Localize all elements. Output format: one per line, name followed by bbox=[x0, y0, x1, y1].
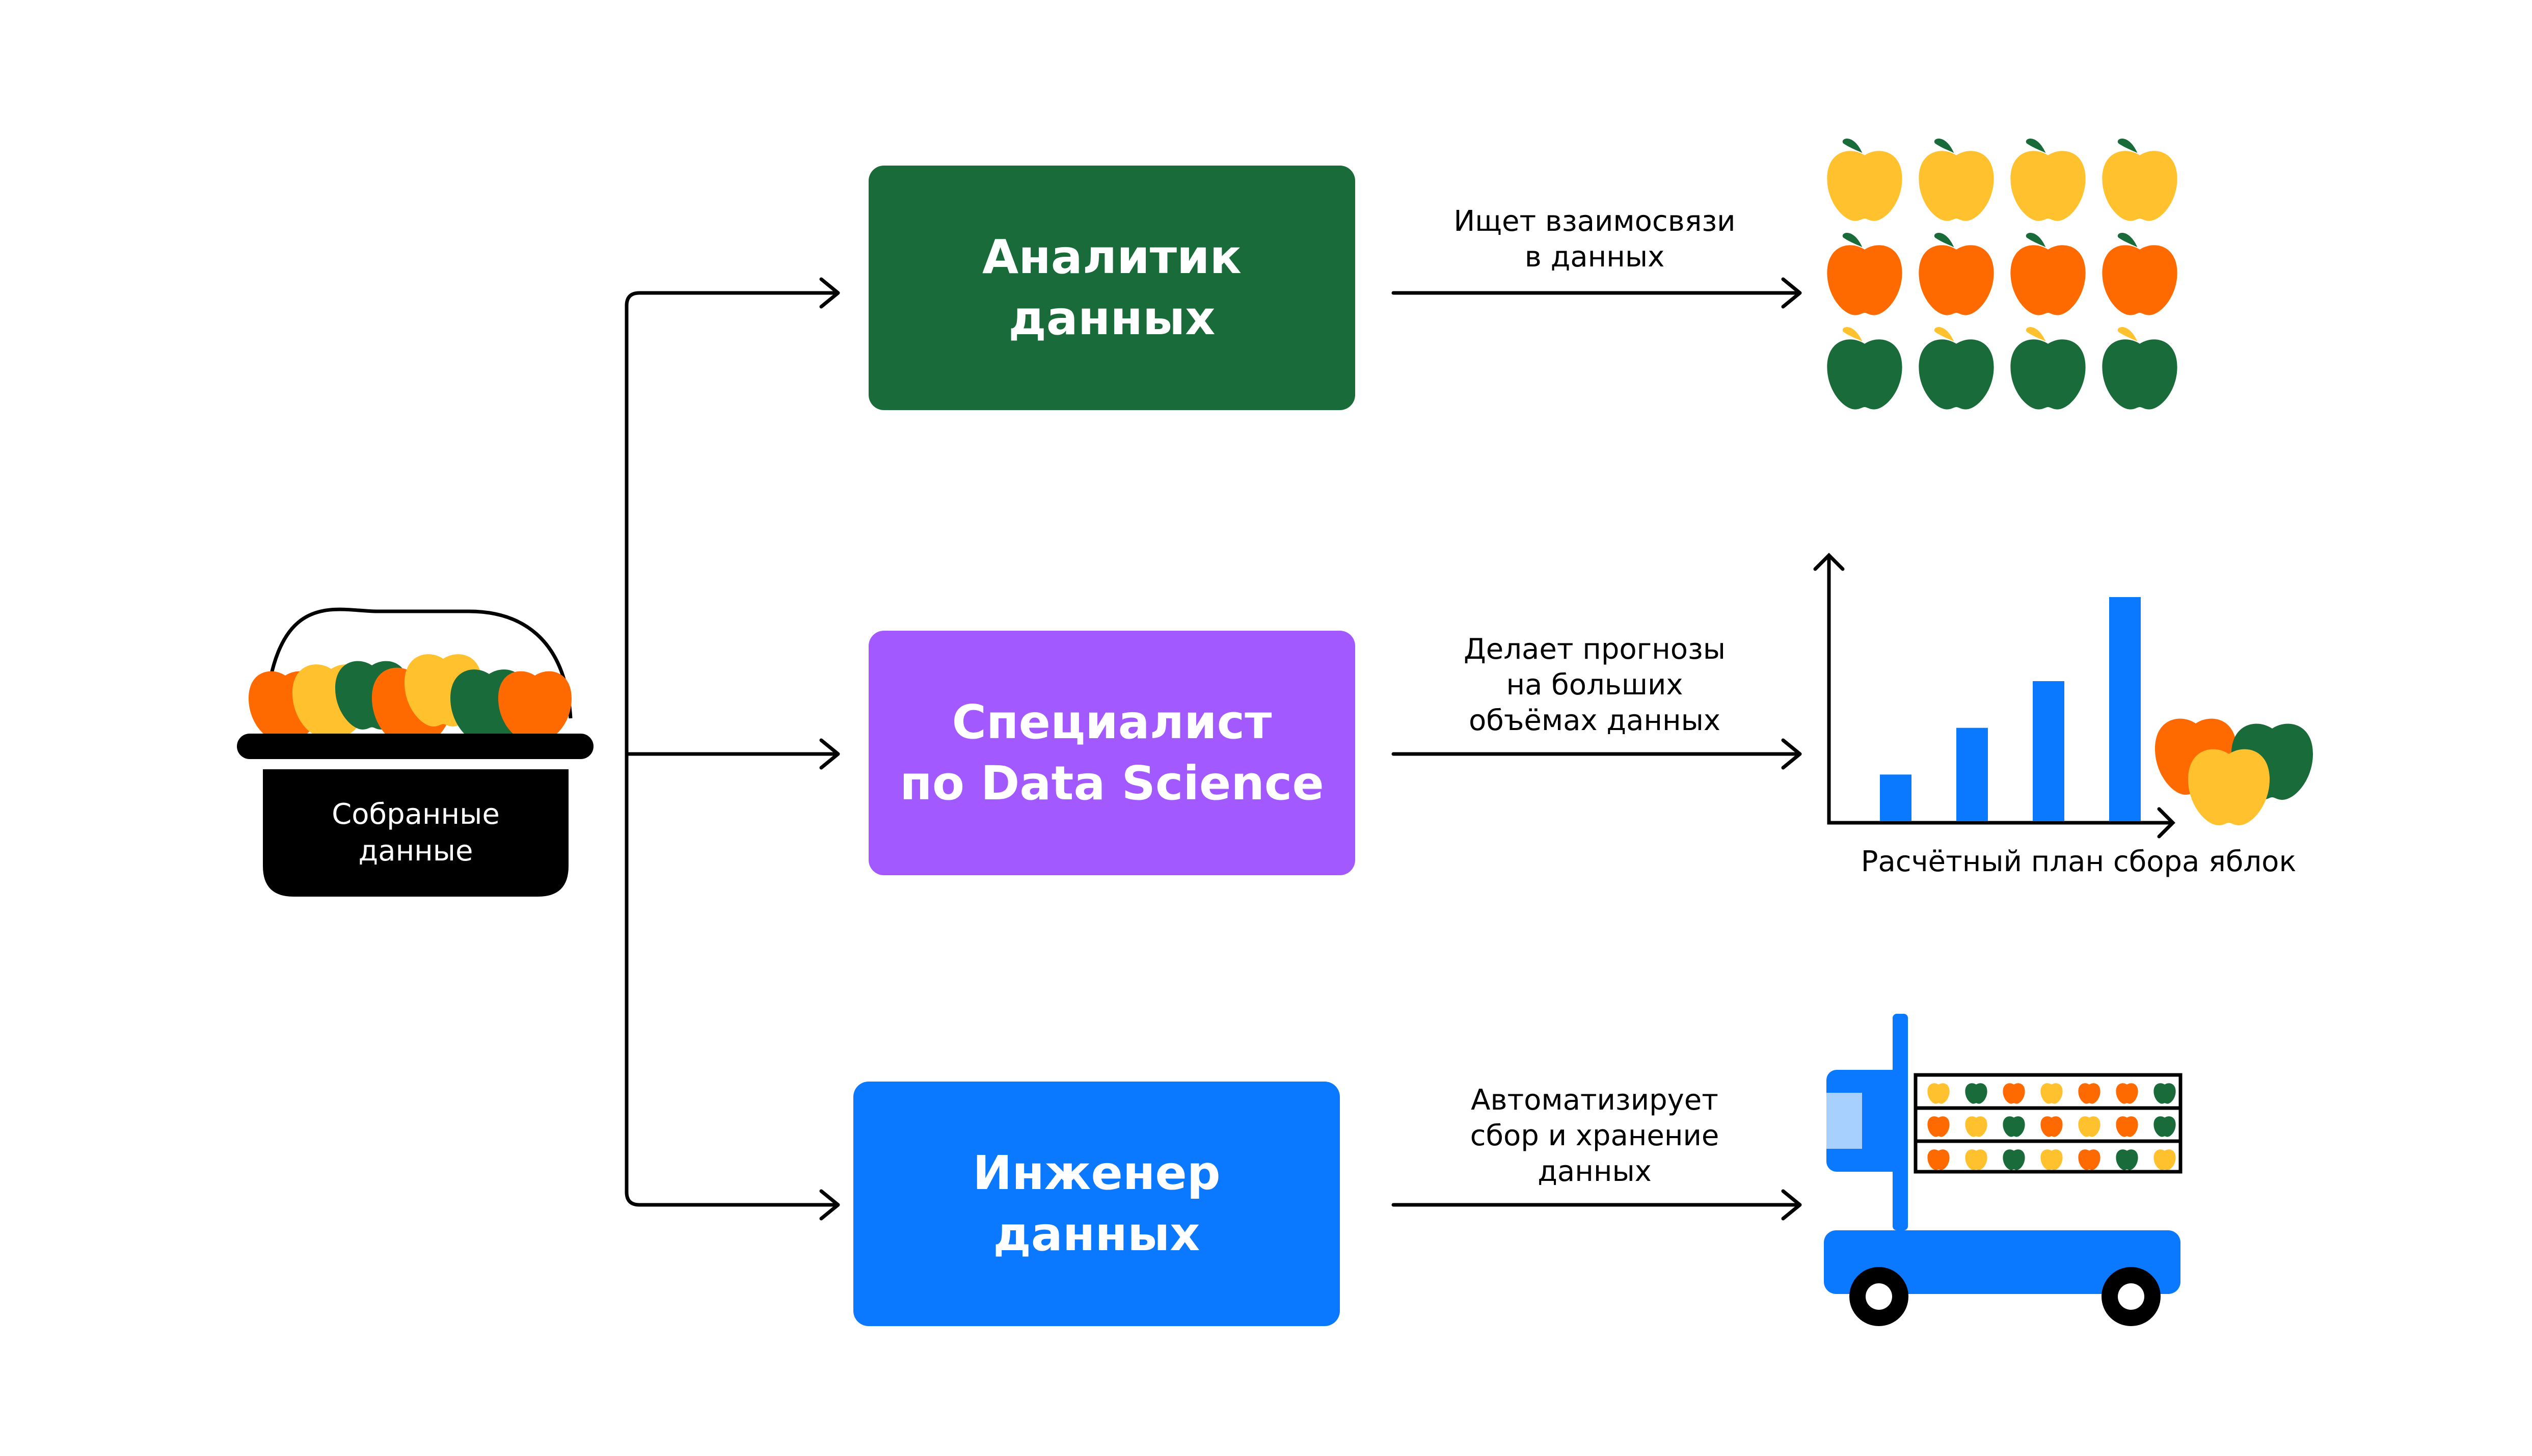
apple-icon bbox=[2078, 1149, 2100, 1170]
apple-icon bbox=[1965, 1083, 1987, 1104]
chart-xlabel: Расчётный план сбора яблок bbox=[1861, 845, 2297, 878]
caption-analyst: Ищет взаимосвязи в данных bbox=[1396, 204, 1793, 275]
apple-icon bbox=[2078, 1083, 2100, 1104]
apple-icon bbox=[2102, 232, 2177, 315]
role-title-line1: Аналитик bbox=[982, 230, 1242, 284]
arrow-scientist-to-result bbox=[1391, 738, 1802, 770]
apple-icon bbox=[2003, 1149, 2025, 1170]
role-title-line2: данных bbox=[993, 1207, 1200, 1261]
apple-icon bbox=[1827, 327, 1902, 410]
apple-icon bbox=[1919, 232, 1994, 315]
apple-icon bbox=[1927, 1083, 1950, 1104]
role-box-data-scientist: Специалист по Data Science bbox=[869, 631, 1355, 875]
role-title-line2: данных bbox=[1008, 291, 1216, 345]
apple-icon bbox=[1965, 1149, 1987, 1170]
basket-label-line1: Собранные bbox=[332, 798, 500, 831]
forklift-truck-icon bbox=[1824, 1014, 2183, 1326]
apple-icon bbox=[1919, 327, 1994, 410]
arrow-engineer-to-result bbox=[1391, 1189, 1802, 1221]
apple-icon bbox=[2003, 1116, 2025, 1137]
arrow-analyst-to-result bbox=[1391, 277, 1802, 309]
apple-basket-icon bbox=[237, 607, 594, 897]
basket-label: Собранные данные bbox=[263, 769, 569, 897]
apple-icon bbox=[2153, 1149, 2176, 1170]
apples-cluster-icon bbox=[2155, 718, 2313, 825]
apple-icon bbox=[2010, 327, 2086, 410]
chart-bar bbox=[1956, 727, 1988, 821]
arrow-head-engineer bbox=[819, 1189, 840, 1221]
caption-line: Делает прогнозы bbox=[1464, 633, 1726, 666]
apple-icon bbox=[2010, 232, 2086, 315]
chart-bar bbox=[2109, 597, 2141, 821]
caption-line: объёмах данных bbox=[1469, 704, 1720, 737]
apple-icon bbox=[1919, 138, 1994, 221]
caption-line: Автоматизирует bbox=[1471, 1084, 1718, 1117]
caption-line: на больших bbox=[1506, 668, 1683, 702]
caption-line: Ищет взаимосвязи bbox=[1453, 205, 1736, 238]
role-title-line1: Специалист bbox=[952, 695, 1272, 749]
apple-icon bbox=[2040, 1116, 2063, 1137]
caption-scientist: Делает прогнозы на больших объёмах данны… bbox=[1396, 632, 1793, 739]
chart-bar bbox=[2033, 681, 2064, 821]
apple-icon bbox=[2116, 1083, 2138, 1104]
apple-icon bbox=[2040, 1149, 2063, 1170]
role-box-data-engineer: Инженер данных bbox=[853, 1082, 1340, 1326]
bracket-connector bbox=[625, 291, 836, 1207]
role-title-line2: по Data Science bbox=[900, 756, 1324, 811]
basket-label-line2: данные bbox=[358, 834, 473, 868]
apple-icon bbox=[1965, 1116, 1987, 1137]
apple-icon bbox=[2116, 1149, 2138, 1170]
arrow-head-scientist bbox=[819, 738, 840, 770]
apple-icon bbox=[2102, 327, 2177, 410]
bar-chart-icon: Расчётный план сбора яблок bbox=[1813, 553, 2297, 878]
role-box-data-analyst: Аналитик данных bbox=[869, 166, 1355, 410]
apple-icon bbox=[2078, 1116, 2100, 1137]
apple-icon bbox=[2040, 1083, 2063, 1104]
apple-icon bbox=[1927, 1149, 1950, 1170]
role-title-line1: Инженер bbox=[973, 1146, 1221, 1200]
apple-icon bbox=[2116, 1116, 2138, 1137]
apple-icon bbox=[2010, 138, 2086, 221]
apple-icon bbox=[1827, 138, 1902, 221]
arrow-head-analyst bbox=[819, 277, 840, 309]
chart-bar bbox=[1880, 774, 1911, 821]
caption-line: в данных bbox=[1524, 240, 1665, 274]
apple-icon bbox=[1927, 1116, 1950, 1137]
apple-icon bbox=[2153, 1083, 2176, 1104]
caption-line: данных bbox=[1538, 1155, 1652, 1188]
caption-engineer: Автоматизирует сбор и хранение данных bbox=[1396, 1083, 1793, 1190]
apple-icon bbox=[1827, 232, 1902, 315]
apple-grid-icon bbox=[1827, 138, 2177, 410]
chart-y-axis bbox=[1827, 555, 2173, 825]
apple-icon bbox=[2003, 1083, 2025, 1104]
apple-icon bbox=[2102, 138, 2177, 221]
apple-icon bbox=[2153, 1116, 2176, 1137]
caption-line: сбор и хранение bbox=[1470, 1119, 1719, 1152]
